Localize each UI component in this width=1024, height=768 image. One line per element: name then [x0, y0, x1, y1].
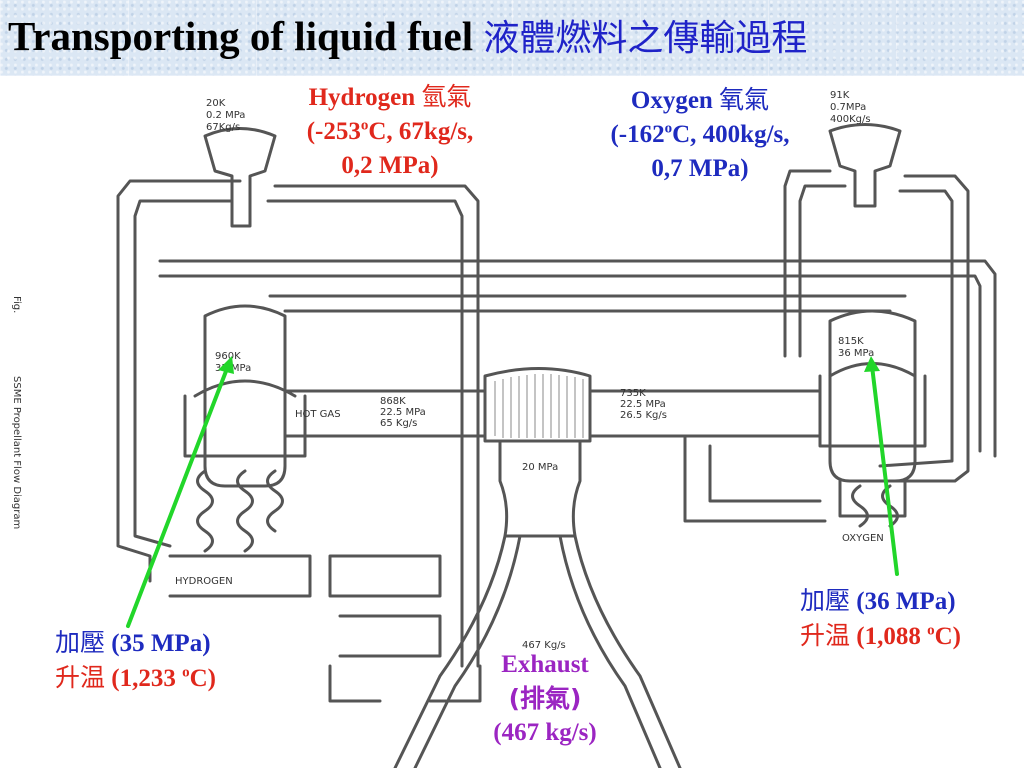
hydrogen-feed-line-inner [133, 199, 234, 548]
lower-oxidizer-line [683, 434, 827, 523]
exhaust-label: Exhaust (排氣) (467 kg/s) [470, 648, 620, 750]
oxygen-label: Oxygen 氧氣 (-162oC, 400kg/s, 0,7 MPa) [575, 83, 825, 186]
hydrogen-name: Hydrogen [308, 84, 416, 111]
lower-coolant-line [328, 554, 442, 658]
injector-hatching [494, 374, 584, 438]
left-heat: 升温 [55, 663, 106, 692]
oxygen-inlet-valve [828, 123, 902, 208]
nozzle-right-inner [558, 534, 662, 768]
right-arrowhead [864, 356, 880, 372]
right-pressure: (36 MPa) [856, 588, 956, 615]
oxygen-tag: OXYGEN [842, 533, 884, 544]
hydrogen-name-zh: 氫氣 [421, 82, 472, 111]
oxygen-pressure: 0,7 MPa) [651, 155, 749, 182]
oxygen-feed-line-inner [798, 184, 847, 358]
hydrogen-temp: (-253 [306, 118, 361, 145]
right-temp-unit: C) [934, 623, 961, 650]
main-injector [483, 367, 592, 443]
hydrogen-bypass-line-inner [266, 199, 464, 668]
fuel-pump-housing [183, 394, 307, 458]
left-callout: 加壓 (35 MPa) 升温 (1,233 oC) [55, 626, 295, 696]
valve-cluster-left [328, 664, 482, 703]
right-callout: 加壓 (36 MPa) 升温 (1,088 oC) [800, 584, 1024, 654]
chamber-pressure-readout: 20 MPa [522, 462, 558, 473]
oxygen-name-zh: 氧氣 [719, 85, 770, 114]
figure-mark: Fig. [11, 296, 22, 313]
title-chinese: 液體燃料之傳輸過程 [483, 18, 808, 59]
hot-gas-label: HOT GAS [295, 409, 341, 420]
oxygen-feed-line [783, 169, 832, 358]
nozzle-left-inner [413, 534, 522, 768]
left-pressure: (35 MPa) [111, 630, 211, 657]
oxygen-return-line-inner [878, 189, 954, 468]
hydrogen-flow: C, 67kg/s, [368, 118, 474, 145]
oxygen-degree: o [664, 120, 673, 137]
side-caption: SSME Propellant Flow Diagram [11, 376, 22, 529]
left-temp-unit: C) [189, 665, 216, 692]
hydrogen-feed-line-outer [116, 179, 242, 583]
hydrogen-tag: HYDROGEN [175, 576, 233, 587]
right-heat: 升温 [800, 621, 851, 650]
oxygen-temp: (-162 [610, 121, 665, 148]
right-degree: o [927, 622, 935, 639]
oxidizer-pump-base [838, 479, 907, 518]
hydrogen-degree: o [360, 117, 369, 134]
exhaust-flow: (467 kg/s) [493, 719, 597, 746]
page-title: Transporting of liquid fuel 液體燃料之傳輸過程 [8, 10, 807, 65]
nozzle-right-wall [573, 534, 682, 768]
exhaust-name-zh: (排氣) [508, 684, 582, 713]
hydrogen-bypass-line [273, 184, 480, 668]
hydrogen-inlet-valve [203, 127, 277, 228]
left-pressurize: 加壓 [55, 628, 106, 657]
fuel-preburner [203, 304, 287, 488]
oxygen-flow: C, 400kg/s, [672, 121, 790, 148]
right-pressurize: 加壓 [800, 586, 851, 615]
right-temp: (1,088 [856, 623, 928, 650]
title-bar: Transporting of liquid fuel 液體燃料之傳輸過程 [0, 0, 1024, 76]
left-temp: (1,233 [111, 665, 183, 692]
upper-manifold-inner [158, 274, 982, 453]
oxidizer-preburner [828, 309, 917, 483]
upper-manifold [158, 259, 997, 458]
fuel-turbine-coils [196, 469, 284, 553]
fuel-pump-dome [193, 379, 297, 398]
nozzle-flow-readout: 467 Kg/s [522, 640, 566, 651]
left-arrowhead [218, 356, 234, 374]
hydrogen-label: Hydrogen 氫氣 (-253oC, 67kg/s, 0,2 MPa) [280, 80, 500, 183]
nozzle-left-wall [393, 534, 507, 768]
fuel-pump-base [168, 554, 312, 598]
exhaust-name: Exhaust [501, 651, 589, 678]
title-english: Transporting of liquid fuel [8, 13, 474, 59]
right-callout-arrow [870, 364, 899, 576]
left-degree: o [182, 664, 190, 681]
hot-gas-duct-right [588, 389, 822, 438]
oxygen-name: Oxygen [630, 87, 713, 114]
left-callout-arrow [126, 364, 230, 628]
oxygen-return-line [878, 174, 970, 483]
combustion-chamber [498, 439, 582, 538]
hydrogen-pressure: 0,2 MPa) [341, 152, 439, 179]
